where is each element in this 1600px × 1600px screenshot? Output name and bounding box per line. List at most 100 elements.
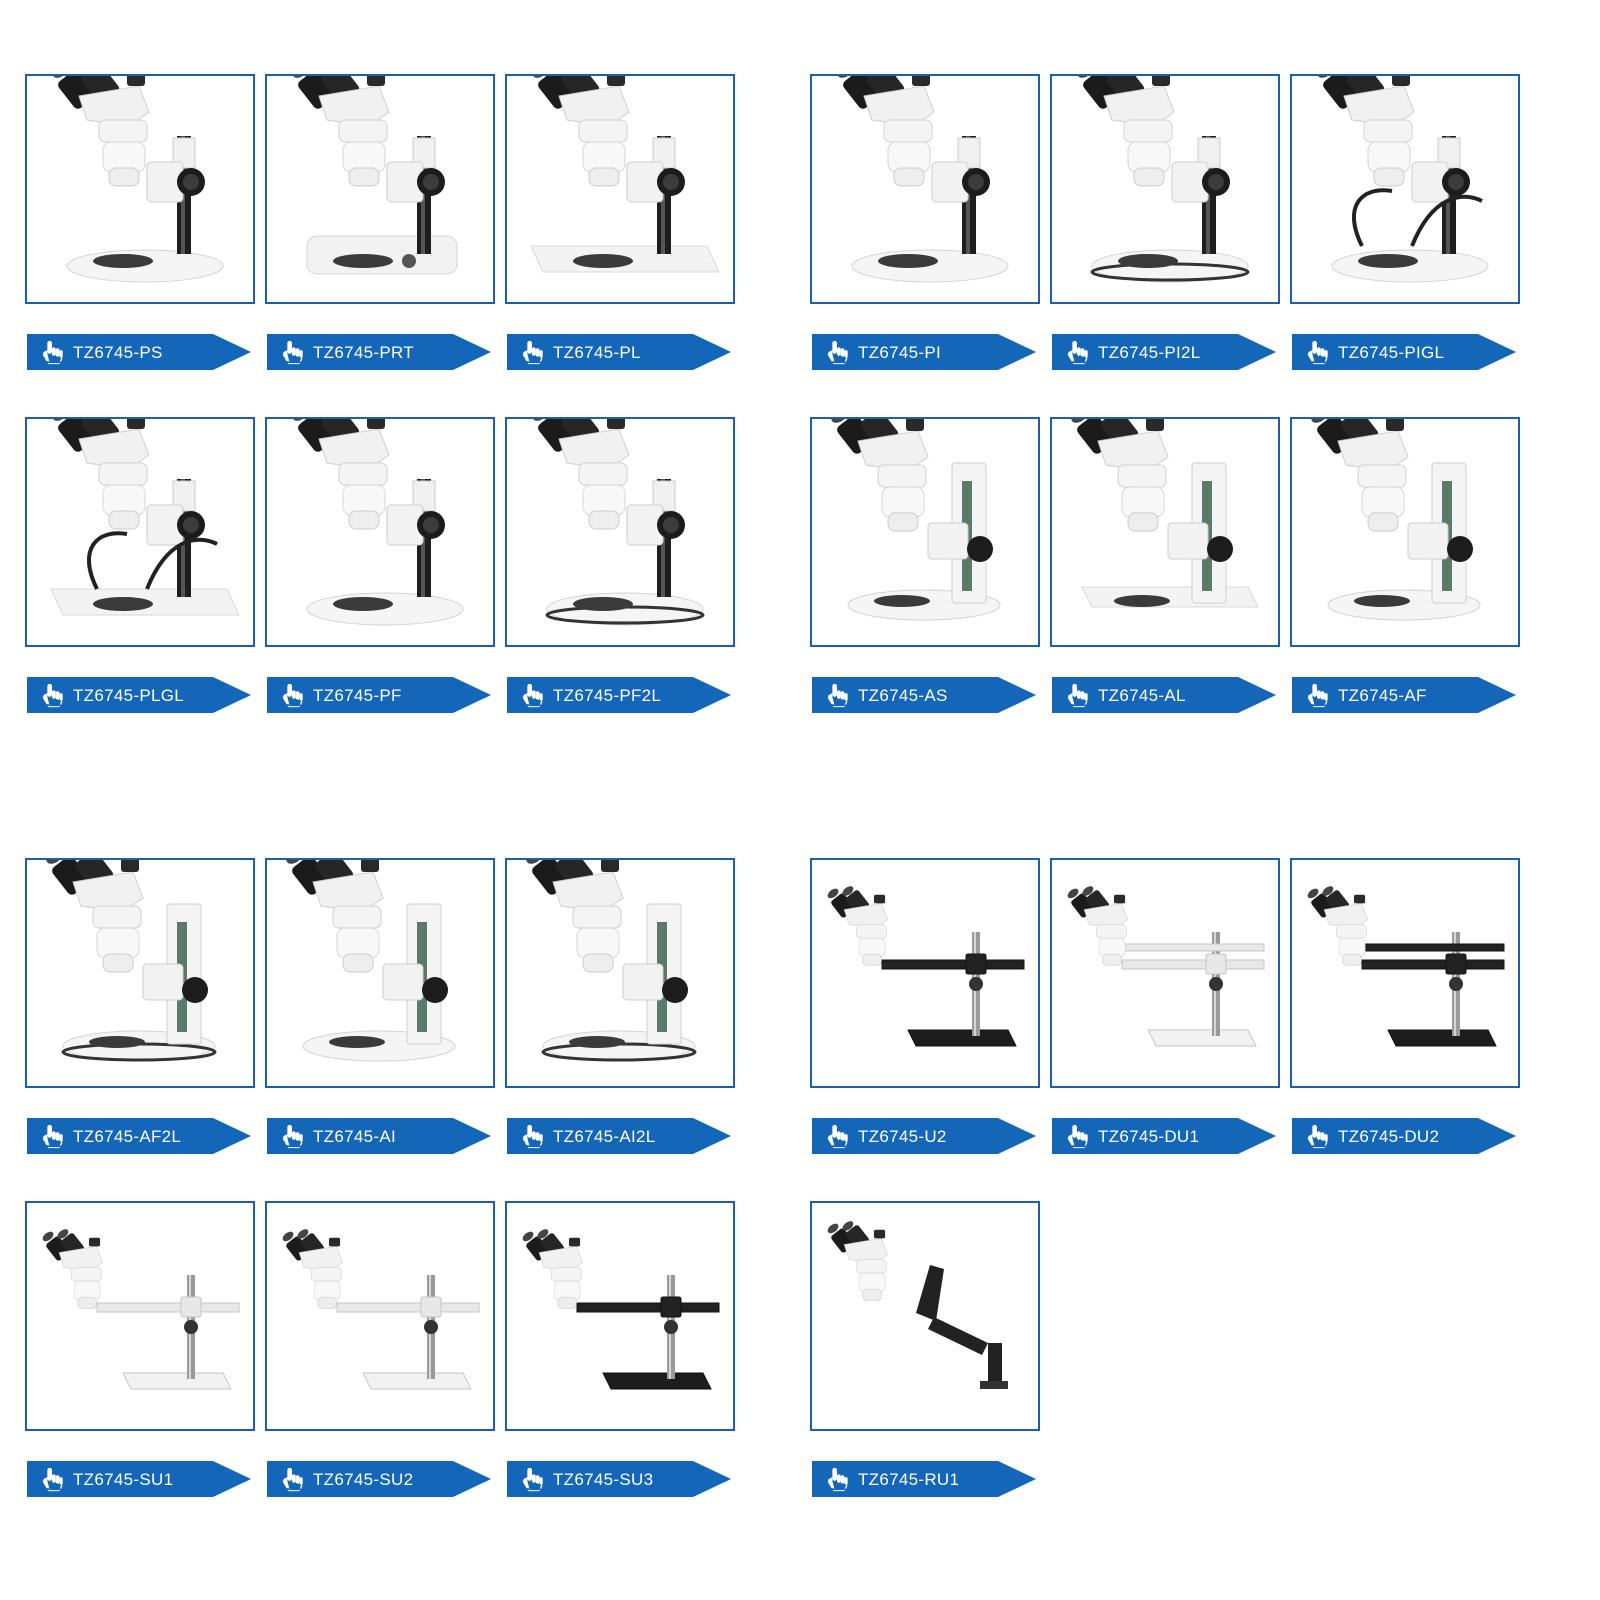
pointing-hand-icon: [42, 340, 63, 365]
product-image-card[interactable]: [265, 74, 495, 304]
product-image-card[interactable]: [505, 74, 735, 304]
microscope-image: [526, 860, 697, 1062]
microscope-image: [532, 419, 705, 626]
model-tag-button[interactable]: TZ6745-PL: [507, 334, 733, 370]
arrow-banner: [27, 334, 251, 370]
model-tag-button[interactable]: TZ6745-PRT: [267, 334, 493, 370]
product-image-card[interactable]: [25, 858, 255, 1088]
arrow-banner: [27, 677, 251, 713]
model-label: TZ6745-DU2: [1338, 1127, 1440, 1146]
product-image-card[interactable]: [25, 74, 255, 304]
model-tag-button[interactable]: TZ6745-DU1: [1052, 1118, 1278, 1154]
model-tag-button[interactable]: TZ6745-AI: [267, 1118, 493, 1154]
model-label: TZ6745-AS: [858, 686, 948, 705]
pointing-hand-icon: [522, 340, 543, 365]
model-tag-button[interactable]: TZ6745-RU1: [812, 1461, 1038, 1497]
product-image-card[interactable]: [1050, 858, 1280, 1088]
arrow-banner: [267, 1118, 491, 1154]
microscope-image: [52, 76, 224, 283]
product-image-card[interactable]: [265, 1201, 495, 1431]
model-tag-button[interactable]: TZ6745-PLGL: [27, 677, 253, 713]
product-image-card[interactable]: [505, 1201, 735, 1431]
pointing-hand-icon: [827, 1467, 848, 1492]
model-tag-button[interactable]: TZ6745-AF2L: [27, 1118, 253, 1154]
model-label: TZ6745-PI: [858, 343, 942, 362]
pointing-hand-icon: [827, 340, 848, 365]
model-label: TZ6745-DU1: [1098, 1127, 1200, 1146]
product-image-card[interactable]: [1050, 74, 1280, 304]
pointing-hand-icon: [1067, 1124, 1088, 1149]
pointing-hand-icon: [42, 1124, 63, 1149]
model-tag-button[interactable]: TZ6745-SU1: [27, 1461, 253, 1497]
model-tag-button[interactable]: TZ6745-AL: [1052, 677, 1278, 713]
pointing-hand-icon: [827, 1124, 848, 1149]
model-label: TZ6745-AI2L: [553, 1127, 656, 1146]
model-tag-button[interactable]: TZ6745-AF: [1292, 677, 1518, 713]
model-label: TZ6745-AL: [1098, 686, 1186, 705]
product-image-card[interactable]: [810, 417, 1040, 647]
model-tag-button[interactable]: TZ6745-PS: [27, 334, 253, 370]
arrow-banner: [27, 1118, 251, 1154]
arrow-banner: [1292, 334, 1516, 370]
arrow-banner: [812, 334, 1036, 370]
microscope-image: [42, 1229, 240, 1390]
model-tag-button[interactable]: TZ6745-PF: [267, 677, 493, 713]
product-image-card[interactable]: [265, 858, 495, 1088]
model-label: TZ6745-SU1: [73, 1470, 174, 1489]
model-tag-button[interactable]: TZ6745-PIGL: [1292, 334, 1518, 370]
product-image-card[interactable]: [25, 417, 255, 647]
pointing-hand-icon: [282, 1124, 303, 1149]
pointing-hand-icon: [1307, 1124, 1328, 1149]
pointing-hand-icon: [1067, 340, 1088, 365]
model-label: TZ6745-SU2: [313, 1470, 414, 1489]
microscope-image: [1071, 419, 1259, 608]
arrow-banner: [1052, 677, 1276, 713]
model-label: TZ6745-PRT: [313, 343, 414, 362]
microscope-image: [292, 419, 464, 626]
model-tag-button[interactable]: TZ6745-AI2L: [507, 1118, 733, 1154]
microscope-image: [837, 76, 1009, 283]
pointing-hand-icon: [1307, 340, 1328, 365]
model-tag-button[interactable]: TZ6745-DU2: [1292, 1118, 1518, 1154]
model-label: TZ6745-AF: [1338, 686, 1427, 705]
pointing-hand-icon: [42, 1467, 63, 1492]
arrow-banner: [1292, 677, 1516, 713]
product-image-card[interactable]: [1050, 417, 1280, 647]
microscope-image: [1317, 76, 1489, 283]
product-image-card[interactable]: [810, 1201, 1040, 1431]
arrow-banner: [812, 677, 1036, 713]
microscope-image: [530, 76, 720, 273]
arrow-banner: [507, 677, 731, 713]
model-tag-button[interactable]: TZ6745-PI: [812, 334, 1038, 370]
microscope-image: [292, 76, 458, 275]
arrow-banner: [812, 1118, 1036, 1154]
microscope-image: [827, 1221, 1008, 1389]
product-image-card[interactable]: [1290, 858, 1520, 1088]
product-image-card[interactable]: [810, 858, 1040, 1088]
arrow-banner: [507, 334, 731, 370]
model-tag-button[interactable]: TZ6745-SU3: [507, 1461, 733, 1497]
product-image-card[interactable]: [1290, 417, 1520, 647]
product-image-card[interactable]: [265, 417, 495, 647]
microscope-image: [1311, 419, 1481, 621]
microscope-image: [286, 860, 456, 1062]
model-tag-button[interactable]: TZ6745-PF2L: [507, 677, 733, 713]
model-tag-button[interactable]: TZ6745-SU2: [267, 1461, 493, 1497]
microscope-image: [1307, 886, 1505, 1047]
model-label: TZ6745-U2: [858, 1127, 947, 1146]
model-tag-button[interactable]: TZ6745-U2: [812, 1118, 1038, 1154]
model-label: TZ6745-SU3: [553, 1470, 654, 1489]
model-label: TZ6745-PIGL: [1338, 343, 1445, 362]
model-tag-button[interactable]: TZ6745-PI2L: [1052, 334, 1278, 370]
pointing-hand-icon: [282, 683, 303, 708]
model-tag-button[interactable]: TZ6745-AS: [812, 677, 1038, 713]
product-image-card[interactable]: [505, 417, 735, 647]
pointing-hand-icon: [42, 683, 63, 708]
product-image-card[interactable]: [505, 858, 735, 1088]
product-image-card[interactable]: [1290, 74, 1520, 304]
product-image-card[interactable]: [25, 1201, 255, 1431]
arrow-banner: [1052, 1118, 1276, 1154]
microscope-image: [831, 419, 1001, 621]
microscope-image: [1067, 886, 1265, 1047]
product-image-card[interactable]: [810, 74, 1040, 304]
